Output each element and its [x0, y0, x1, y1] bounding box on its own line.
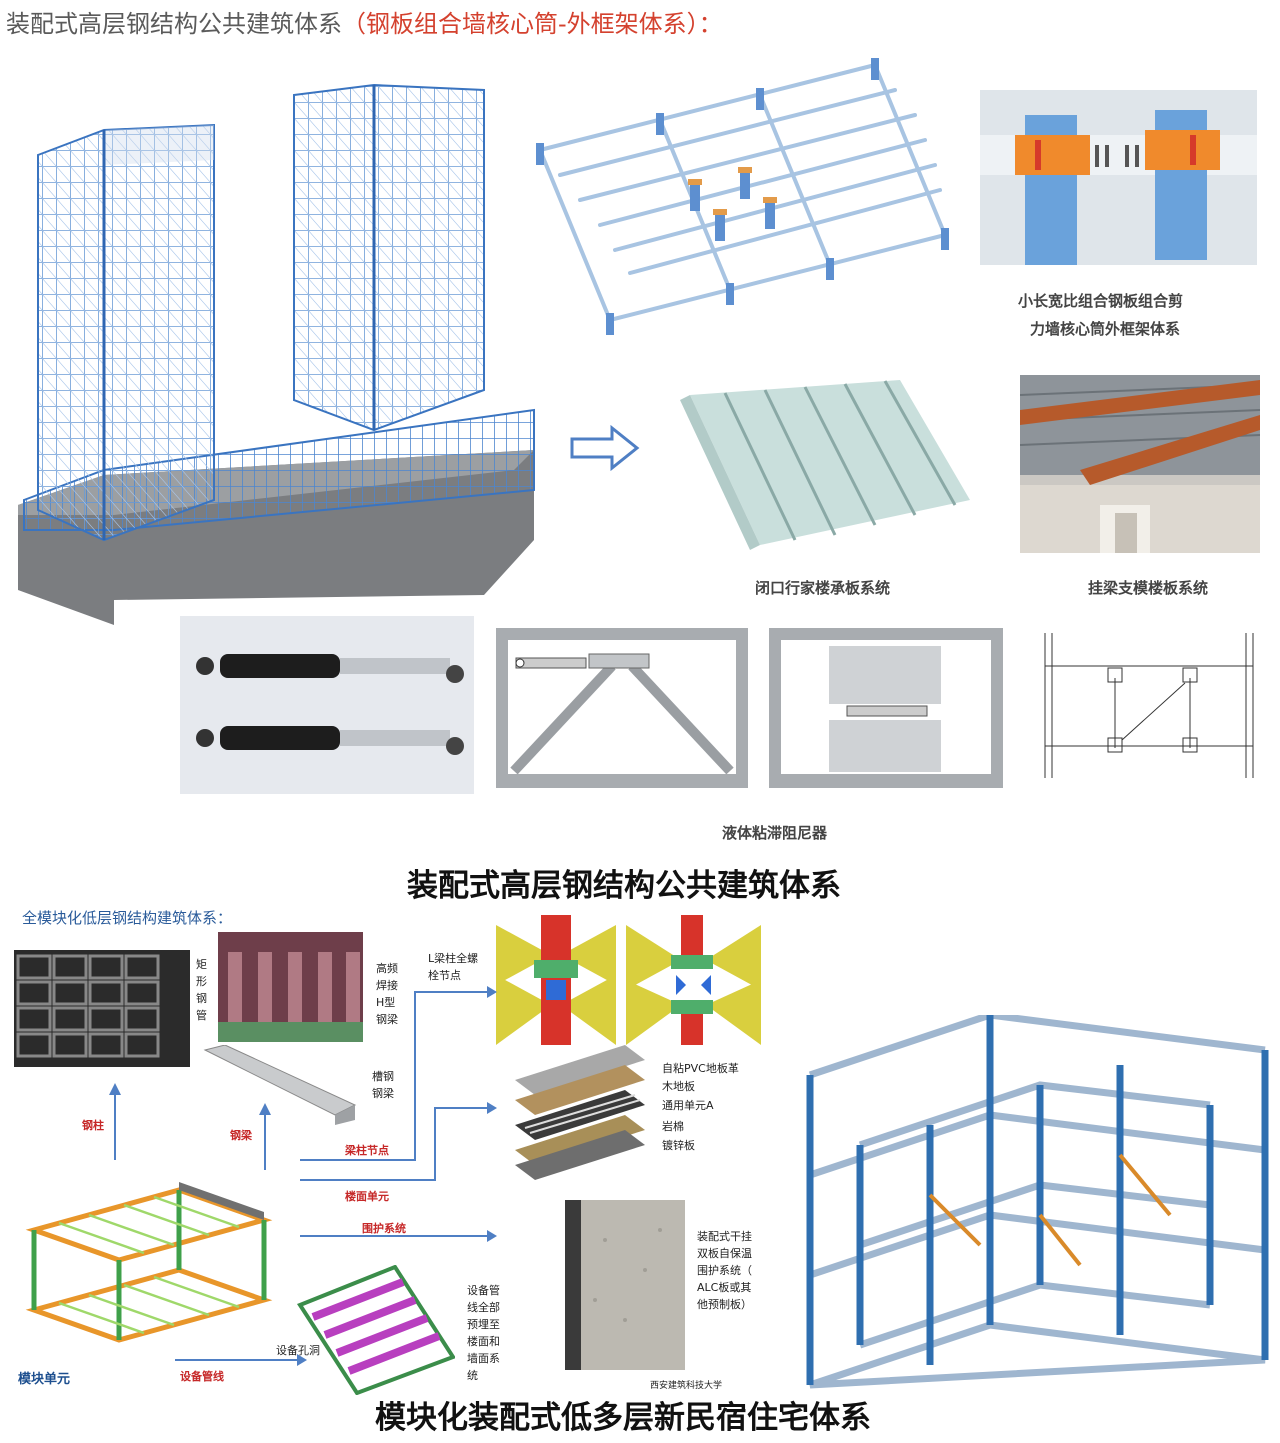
- floor-deck-image: [680, 375, 975, 555]
- layer-galvanized-label: 镀锌板: [662, 1139, 695, 1152]
- shear-wall-caption-1: 小长宽比组合钢板组合剪: [1018, 292, 1184, 310]
- layer-wood-label: 木地板: [662, 1080, 695, 1093]
- header-main: 装配式高层钢结构公共建筑体系: [6, 10, 342, 38]
- floor-layers-image: [505, 1040, 655, 1180]
- wall-system-description: 装配式干挂 双板自保温 围护系统（ ALC板或其 他预制板）: [697, 1230, 752, 1311]
- bolted-joint-label: L梁柱全螺 栓节点: [428, 952, 479, 982]
- steel-column-label: 钢柱: [82, 1119, 104, 1132]
- damper-line-diagram: [1040, 628, 1258, 780]
- bolted-joint-image: [496, 915, 766, 1045]
- damper-chevron-diagram: [494, 626, 750, 792]
- channel-beam-label: 槽钢 钢梁: [372, 1070, 394, 1100]
- hole-label: 设备孔洞: [276, 1344, 320, 1357]
- shear-wall-caption-2: 力墙核心筒外框架体系: [1030, 320, 1181, 338]
- rect-tube-label: 矩 形 钢 管: [196, 958, 207, 1022]
- hanging-beam-photo: [1020, 375, 1260, 553]
- residential-frame-model-image: [790, 1015, 1275, 1400]
- section-2-title: 模块化装配式低多层新民宿住宅体系: [375, 1400, 871, 1436]
- h-beam-photo: [218, 932, 363, 1042]
- section-1-title: 装配式高层钢结构公共建筑体系: [407, 868, 841, 904]
- header-sub: （钢板组合墙核心筒-外框架体系）：: [342, 10, 723, 38]
- modular-title: 全模块化低层钢结构建筑体系：: [22, 909, 233, 927]
- floor-frame-model-image: [530, 55, 960, 335]
- layer-rockwool-label: 岩棉: [662, 1120, 684, 1133]
- h-beam-label: 高频 焊接 H型 钢梁: [376, 962, 398, 1026]
- floor-unit-label: 楼面单元: [345, 1190, 389, 1203]
- pipes-label: 设备管线: [180, 1370, 224, 1383]
- deck-caption: 闭口行家楼承板系统: [755, 579, 891, 597]
- rect-tube-photo: [14, 950, 190, 1067]
- module-unit-label: 模块单元: [18, 1372, 71, 1387]
- wall-system-photo: [565, 1200, 685, 1370]
- pipes-description: 设备管 线全部 预埋至 楼面和 墙面系 统: [467, 1284, 500, 1382]
- tower-model-image: [14, 70, 554, 630]
- shear-wall-detail-image: [980, 90, 1257, 265]
- floor-panel-image: [295, 1265, 455, 1395]
- layer-pvc-label: 自粘PVC地板革: [662, 1062, 739, 1075]
- university-label: 西安建筑科技大学: [650, 1381, 723, 1391]
- layer-unit-label: 通用单元A: [662, 1099, 714, 1112]
- beam-column-joint-label: 梁柱节点: [345, 1144, 389, 1157]
- channel-beam-image: [200, 1045, 360, 1125]
- module-unit-image: [14, 1160, 284, 1360]
- damper-wall-diagram: [767, 626, 1005, 792]
- viscous-damper-photo: [180, 616, 474, 794]
- hanging-beam-caption: 挂梁支模楼板系统: [1088, 579, 1209, 597]
- steel-beam-label: 钢梁: [230, 1129, 252, 1142]
- damper-caption: 液体粘滞阻尼器: [722, 824, 828, 842]
- hollow-arrow-icon: [570, 425, 640, 471]
- page-header: 装配式高层钢结构公共建筑体系（钢板组合墙核心筒-外框架体系）：: [6, 4, 723, 39]
- envelope-label: 围护系统: [362, 1222, 406, 1235]
